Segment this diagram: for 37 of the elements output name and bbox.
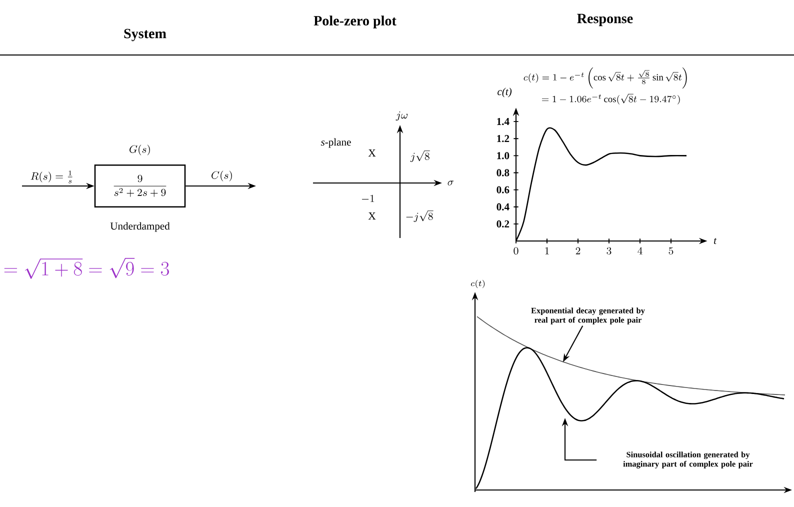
box-caption: $G(s)$ (130, 144, 150, 156)
axis-label: $j\omega$ (396, 112, 408, 121)
edge-label: $C(s)$ (212, 170, 232, 182)
axis-label: $\sigma$ (448, 180, 454, 186)
annotation-text: Exponential decay generated by real part of complex pole pair (531, 308, 645, 324)
y-tick-label: 1.0 (497, 152, 510, 160)
x-tick-label: 4 (638, 247, 642, 254)
x-tick-label: 1 (545, 247, 549, 254)
transfer-function-box: $\frac{9}{s^2+2s+9}$ (94, 164, 186, 208)
column-heading: System (124, 28, 166, 42)
axis-value: $-1$ (362, 194, 374, 202)
column-heading: Response (577, 14, 633, 26)
y-tick-label: 0.2 (496, 220, 510, 228)
y-tick-label: 0.4 (496, 203, 510, 210)
y-tick-label: 1.2 (497, 135, 510, 142)
x-tick-label: 2 (576, 247, 580, 254)
pole-value: $j\sqrt{8}$ (410, 150, 430, 162)
x-axis-title: t (714, 238, 717, 244)
pole-marker: X (368, 212, 376, 220)
pole-value: $-j\sqrt{8}$ (406, 210, 434, 222)
equation: $=1-1.06e^{-t}\cos(\sqrt{8}t-19.47^\circ)$ (542, 94, 680, 104)
column-heading: Pole-zero plot (314, 16, 396, 28)
annotation-text: Sinusoidal oscillation generated by imaginary part of complex pole pair (623, 452, 753, 468)
box-caption: Underdamped (110, 222, 170, 232)
x-tick-label: 5 (668, 247, 674, 255)
plane-label: s-plane (320, 138, 351, 148)
x-tick-label: 3 (606, 247, 612, 255)
y-tick-label: 0.6 (496, 186, 510, 194)
edge-label: $R(s)=\frac{1}{s}$ (30, 170, 72, 184)
axis-label: $c(t)$ (471, 280, 485, 288)
equation: $c(t)=1-e^{-t}\left(\cos\sqrt{8}t+\frac{\sqrt{8}}{8}\sin\sqrt{8}t\right)$ (524, 67, 687, 89)
x-tick-label: 0 (514, 247, 518, 255)
y-tick-label: 1.4 (497, 118, 510, 126)
y-axis-title: c(t) (498, 88, 512, 98)
y-tick-label: 0.8 (496, 169, 510, 176)
handwritten-note: $=\sqrt{1+8}=\sqrt{9}=3$ (4, 258, 169, 279)
pole-marker: X (368, 150, 376, 156)
